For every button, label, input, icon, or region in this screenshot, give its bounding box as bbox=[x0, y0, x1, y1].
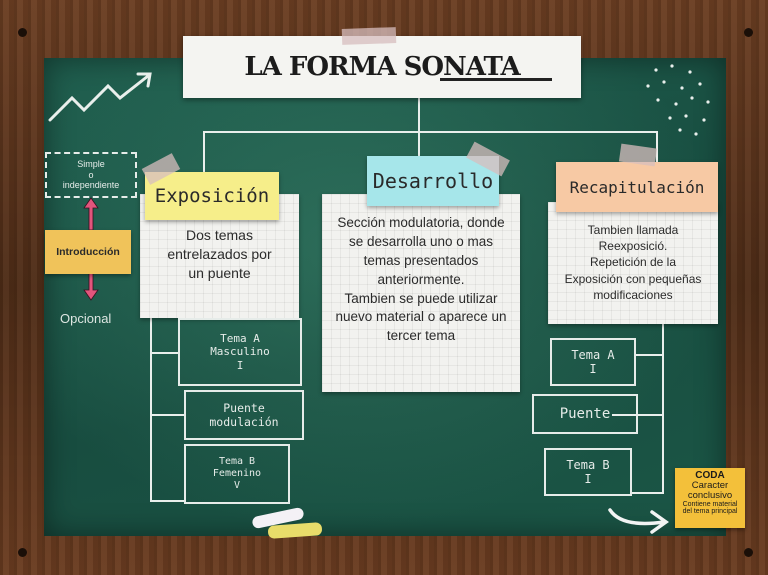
exposicion-puente-box: Puente modulación bbox=[184, 390, 304, 440]
simple-label: independiente bbox=[62, 180, 120, 191]
page-title: LA FORMA SONATA bbox=[244, 52, 520, 82]
desarrollo-desc-line: tercer tema bbox=[386, 328, 456, 344]
nail-icon bbox=[18, 28, 27, 37]
connector-line bbox=[150, 500, 185, 502]
optional-label: Opcional bbox=[60, 311, 112, 326]
connector-line bbox=[150, 352, 180, 354]
coda-card: CODA Caracter conclusivo Contiene materi… bbox=[675, 468, 745, 528]
desarrollo-desc-line: se desarrolla uno o mas bbox=[348, 233, 494, 249]
simple-box: Simple o independiente bbox=[45, 152, 137, 198]
recap-tema-a-box: Tema A I bbox=[550, 338, 636, 386]
connector-line bbox=[612, 414, 664, 416]
desarrollo-desc-line: temas presentados bbox=[363, 252, 479, 268]
nail-icon bbox=[744, 548, 753, 557]
tema-b-label: Tema B bbox=[218, 456, 256, 467]
connector-line bbox=[662, 322, 664, 494]
connector-line bbox=[150, 316, 152, 502]
exposicion-desc-line: un puente bbox=[188, 264, 251, 281]
recap-desc-line: Repetición de la bbox=[589, 255, 677, 270]
tema-b-key: V bbox=[233, 480, 241, 491]
tema-b-label: Tema B bbox=[566, 457, 610, 472]
puente-label: Puente bbox=[559, 406, 611, 422]
title-underline bbox=[440, 78, 552, 81]
desarrollo-desc-line: anteriormente. bbox=[377, 271, 465, 287]
connector-line bbox=[634, 354, 664, 356]
connector-line bbox=[203, 131, 205, 175]
tape bbox=[341, 27, 397, 45]
tema-a-label: Tema A bbox=[220, 332, 260, 346]
desarrollo-desc-line: Tambien se puede utilizar bbox=[344, 290, 498, 306]
exposicion-desc-line: entrelazados por bbox=[167, 245, 272, 262]
recap-desc-line: Exposición con pequeñas bbox=[564, 271, 702, 286]
recap-puente-box: Puente bbox=[532, 394, 638, 434]
exposicion-desc-line: Dos temas bbox=[186, 227, 253, 243]
chalk-decoration bbox=[48, 64, 710, 534]
tema-a-gender: Masculino bbox=[210, 345, 270, 359]
coda-line: del tema principal bbox=[682, 508, 738, 516]
recapitulacion-card: Tambien llamada Reexposició. Repetición … bbox=[548, 202, 718, 324]
simple-label: Simple bbox=[77, 158, 105, 169]
connector-line bbox=[656, 131, 658, 163]
nail-icon bbox=[744, 28, 753, 37]
desarrollo-label: Desarrollo bbox=[372, 169, 494, 193]
connector-line bbox=[203, 131, 657, 133]
recap-tema-b-box: Tema B I bbox=[544, 448, 632, 496]
tema-b-gender: Femenino bbox=[212, 468, 262, 479]
connector-line bbox=[150, 414, 185, 416]
coda-line: conclusivo bbox=[687, 489, 733, 501]
desarrollo-card: Sección modulatoria, donde se desarrolla… bbox=[322, 194, 520, 392]
recap-desc-line: Reexposició. bbox=[598, 239, 668, 254]
exposicion-label: Exposición bbox=[154, 185, 270, 207]
intro-card: Introducción bbox=[45, 230, 131, 274]
recapitulacion-label-card: Recapitulación bbox=[556, 162, 718, 212]
coda-line: Caracter bbox=[691, 480, 729, 491]
exposicion-tema-b-box: Tema B Femenino V bbox=[184, 444, 290, 504]
nail-icon bbox=[18, 548, 27, 557]
desarrollo-desc-line: nuevo material o aparece un bbox=[335, 309, 507, 325]
simple-label: o bbox=[88, 169, 94, 180]
title-card: LA FORMA SONATA bbox=[183, 36, 581, 98]
tema-b-key: I bbox=[584, 472, 592, 486]
exposicion-card: Dos temas entrelazados por un puente bbox=[140, 194, 299, 318]
connector-line bbox=[418, 98, 420, 156]
connector-line bbox=[632, 492, 664, 494]
tema-a-label: Tema A bbox=[571, 347, 615, 362]
coda-title: CODA bbox=[695, 470, 725, 481]
recapitulacion-label: Recapitulación bbox=[569, 177, 705, 197]
exposicion-label-card: Exposición bbox=[145, 172, 279, 220]
puente-modulation: modulación bbox=[209, 415, 279, 429]
exposicion-tema-a-box: Tema A Masculino I bbox=[178, 318, 302, 386]
coda-line: Contiene material bbox=[682, 500, 738, 508]
recap-desc-line: Tambien llamada bbox=[587, 223, 679, 237]
tema-a-key: I bbox=[589, 362, 597, 376]
tema-a-key: I bbox=[236, 358, 244, 372]
desarrollo-label-card: Desarrollo bbox=[367, 156, 499, 206]
desarrollo-desc-line: Sección modulatoria, donde bbox=[337, 215, 505, 230]
puente-label: Puente bbox=[223, 400, 265, 415]
intro-label: Introducción bbox=[56, 246, 120, 258]
recap-desc-line: modificaciones bbox=[593, 287, 673, 302]
